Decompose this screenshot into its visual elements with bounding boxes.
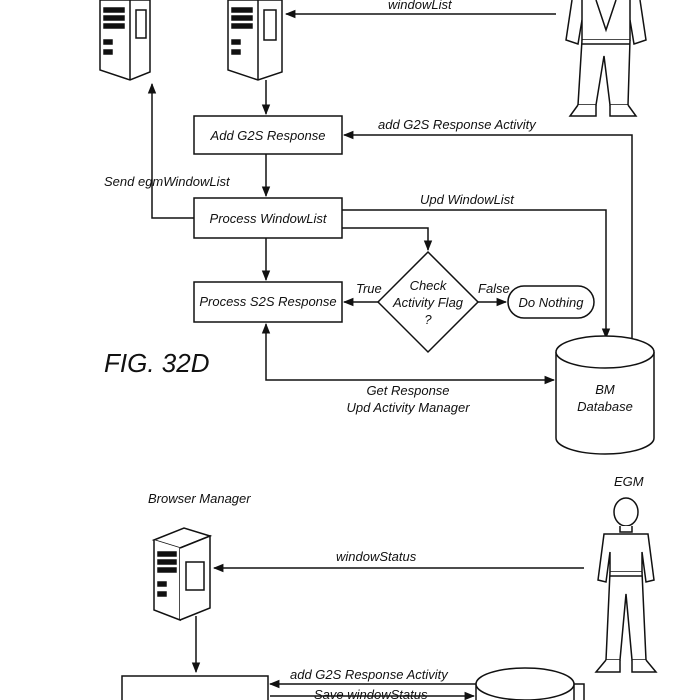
egm-label: EGM — [614, 474, 644, 489]
process-s2s-response-box — [193, 281, 343, 323]
server-icon — [99, 0, 151, 81]
window-status-label: windowStatus — [336, 549, 417, 564]
browser-manager-label: Browser Manager — [148, 491, 251, 506]
do-nothing-terminal — [507, 285, 595, 319]
process-window-list-box — [193, 197, 343, 239]
database-line-2: Database — [577, 399, 633, 414]
window-list-label: windowList — [388, 0, 453, 12]
add-g2s-activity-label: add G2S Response Activity — [378, 117, 537, 132]
process-s2s-response-label: Process S2S Response — [199, 294, 336, 309]
do-nothing-label: Do Nothing — [518, 295, 584, 310]
egm-person-icon — [565, 0, 647, 117]
database-line-1: BM — [595, 382, 615, 397]
server-icon — [227, 0, 283, 81]
decision-line-1: Check — [410, 278, 448, 293]
get-response-label: Get Response — [366, 383, 449, 398]
add-g2s-response-box — [193, 115, 343, 155]
bm-database-icon — [555, 335, 655, 455]
decision-line-2: Activity Flag — [392, 295, 464, 310]
true-label: True — [356, 281, 382, 296]
process-window-list-label: Process WindowList — [210, 211, 328, 226]
decision-line-3: ? — [424, 312, 432, 327]
add-g2s-response-label: Add G2S Response — [210, 128, 326, 143]
database-icon — [475, 667, 575, 700]
save-window-status-label: Save windowStatus — [314, 687, 428, 700]
upd-window-list-label: Upd WindowList — [420, 192, 515, 207]
upd-activity-manager-label: Upd Activity Manager — [346, 400, 470, 415]
false-label: False — [478, 281, 510, 296]
send-egm-window-list-label: Send egmWindowList — [104, 174, 231, 189]
egm-person-icon — [594, 497, 658, 673]
figure-label: FIG. 32D — [104, 348, 209, 378]
server-icon — [151, 527, 213, 622]
bottom-process-box — [121, 675, 269, 700]
bottom-add-g2s-activity-label: add G2S Response Activity — [290, 667, 449, 682]
